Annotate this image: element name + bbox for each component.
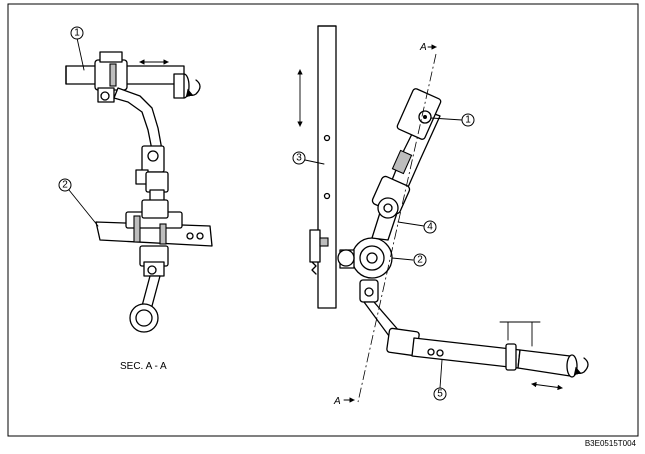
horizontal-double-arrow-icon: [531, 381, 563, 391]
left-section-view: 1 2 SEC. A - A: [58, 26, 213, 372]
section-marker-bottom: A: [333, 396, 341, 407]
section-marker-top: A: [419, 42, 427, 53]
callout-2-left: 2: [58, 178, 72, 192]
svg-text:3: 3: [296, 153, 302, 164]
svg-text:4: 4: [427, 222, 433, 233]
rotation-arrow-icon: [185, 79, 201, 98]
callout-1-right: 1: [461, 113, 475, 127]
svg-text:2: 2: [62, 180, 68, 191]
svg-text:1: 1: [465, 115, 471, 126]
svg-text:1: 1: [74, 28, 80, 39]
right-main-view: 3 2 4 1: [292, 25, 589, 407]
svg-text:5: 5: [437, 389, 443, 400]
rotation-arrow-icon-right: [573, 357, 589, 376]
callout-2-right: 2: [413, 253, 427, 267]
diagram-border: [7, 3, 639, 437]
callout-4: 4: [423, 220, 437, 234]
callout-1-left: 1: [70, 26, 84, 40]
callout-3: 3: [292, 151, 306, 165]
svg-text:2: 2: [417, 255, 423, 266]
section-label: SEC. A - A: [120, 361, 167, 372]
callout-5: 5: [433, 387, 447, 401]
figure-code: B3E0515T004: [585, 439, 637, 448]
